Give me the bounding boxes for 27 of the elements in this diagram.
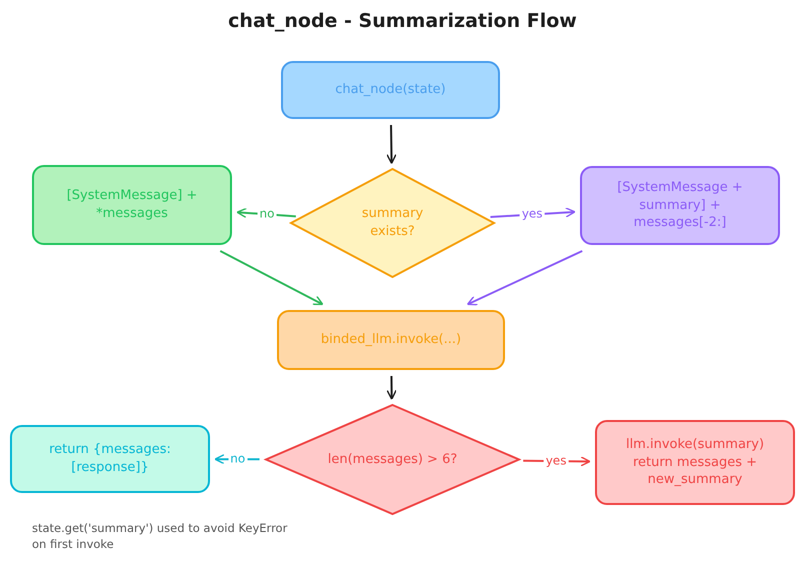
process-box xyxy=(277,310,505,370)
arrow xyxy=(386,124,397,164)
node-label: len(messages) > 6? xyxy=(328,450,458,468)
node-label: return {messages: [response]} xyxy=(48,441,172,477)
process-box xyxy=(10,425,210,493)
edge-label: no xyxy=(257,208,276,221)
decision-diamond xyxy=(265,404,520,515)
node-label: summary exists? xyxy=(360,205,424,241)
process-box xyxy=(32,165,232,245)
edge-label: yes xyxy=(544,454,568,468)
process-box xyxy=(580,166,780,245)
arrow xyxy=(236,208,296,218)
note-text: state.get('summary') used to avoid KeyError on first invoke xyxy=(32,520,288,552)
node-label: llm.invoke(summary) return messages + new_summary xyxy=(624,436,766,489)
diagram-title: chat_node - Summarization Flow xyxy=(227,10,578,32)
process-box xyxy=(595,420,795,505)
node-label: [SystemMessage] + *messages xyxy=(66,187,198,223)
arrow xyxy=(220,250,324,306)
decision-diamond xyxy=(290,168,495,278)
edge-label: no xyxy=(228,452,248,466)
node-label: chat_node(state) xyxy=(335,81,446,99)
node-label: [SystemMessage + summary] + messages[-2:] xyxy=(616,179,744,232)
edge-label: yes xyxy=(520,208,545,222)
start-box xyxy=(281,61,500,119)
arrow xyxy=(386,376,397,400)
arrow xyxy=(466,250,583,306)
node-label: binded_llm.invoke(...) xyxy=(320,331,462,349)
